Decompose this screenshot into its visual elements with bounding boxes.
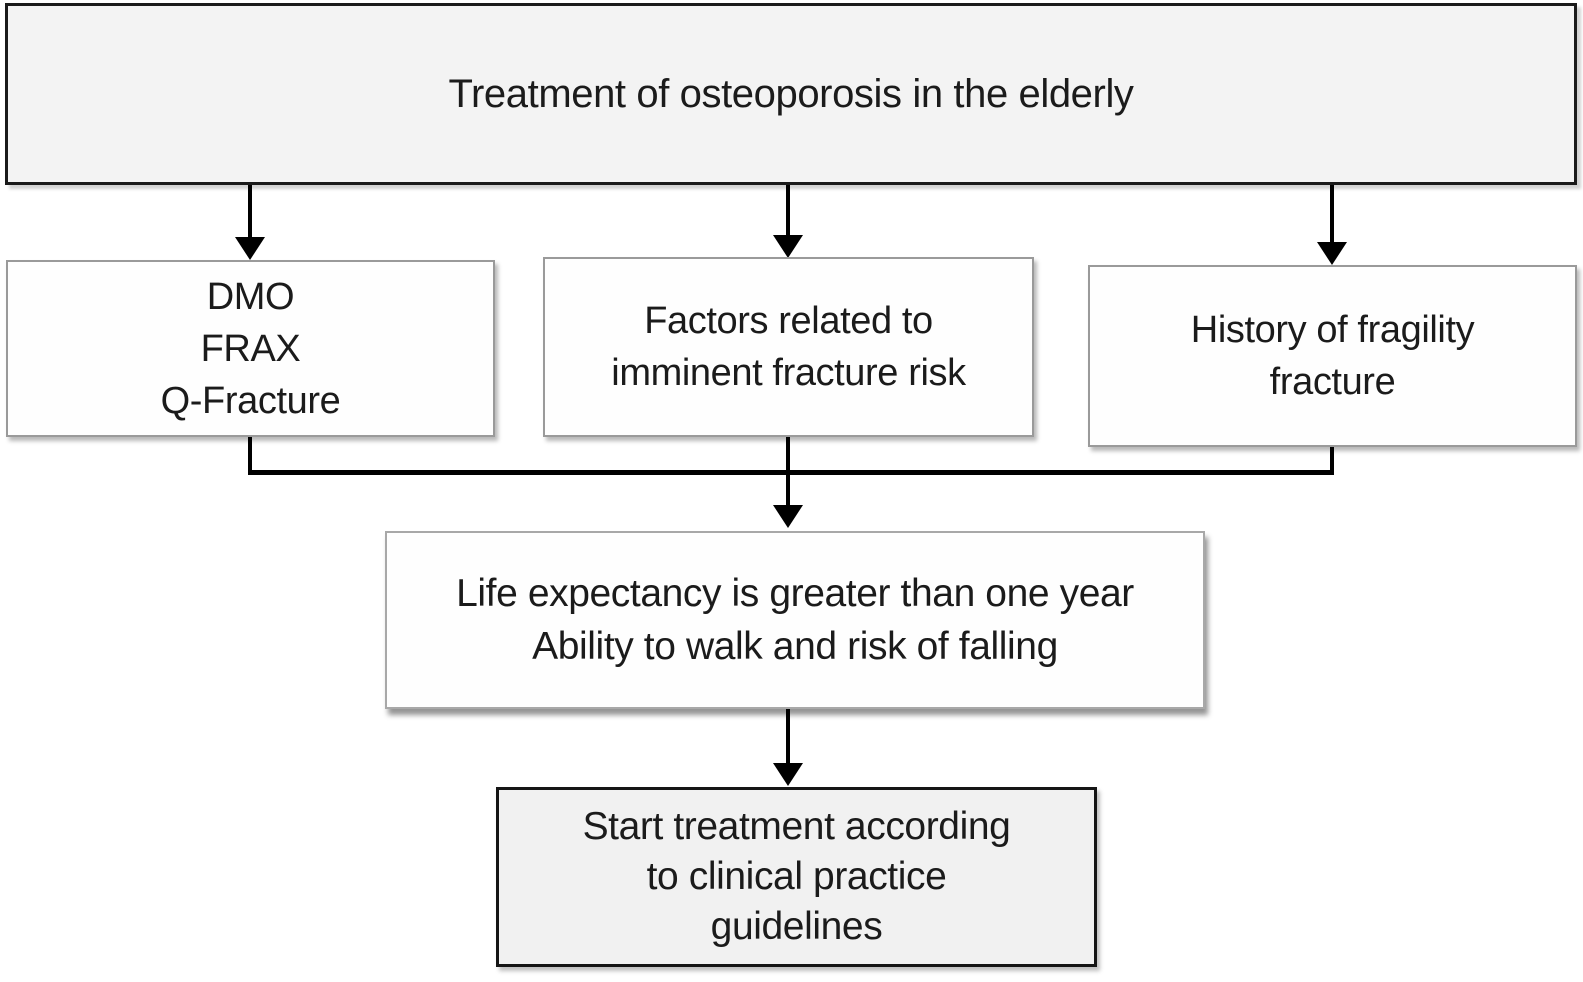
arrow-title-to-fragility-line bbox=[1330, 185, 1334, 243]
arrow-title-to-fragility-head-icon bbox=[1317, 242, 1347, 265]
node-line: DMO bbox=[206, 275, 295, 318]
node-line: Q-Fracture bbox=[160, 379, 341, 422]
arrow-title-to-tools-line bbox=[248, 185, 252, 238]
arrow-title-to-imminent-head-icon bbox=[773, 235, 803, 258]
node-line: Start treatment according bbox=[582, 805, 1011, 848]
node-imminent-risk-factors: Factors related to imminent fracture ris… bbox=[543, 257, 1034, 437]
connector-arrow-head-icon bbox=[773, 505, 803, 528]
node-fragility-fracture-history: History of fragility fracture bbox=[1088, 265, 1577, 447]
node-start-treatment: Start treatment according to clinical pr… bbox=[496, 787, 1097, 967]
node-life-expectancy-mobility: Life expectancy is greater than one year… bbox=[385, 531, 1205, 709]
arrow-title-to-tools-head-icon bbox=[235, 237, 265, 260]
arrow-life-to-treatment-head-icon bbox=[773, 763, 803, 786]
connector-right-stub bbox=[1330, 447, 1334, 475]
connector-horizontal-line bbox=[248, 470, 1334, 475]
node-line: imminent fracture risk bbox=[611, 352, 966, 394]
arrow-title-to-imminent-line bbox=[786, 185, 790, 236]
node-line: Life expectancy is greater than one year bbox=[456, 572, 1134, 615]
node-line: guidelines bbox=[710, 905, 883, 948]
node-line: Factors related to bbox=[644, 300, 933, 342]
node-title-text: Treatment of osteoporosis in the elderly bbox=[448, 72, 1134, 116]
node-line: to clinical practice bbox=[646, 855, 947, 898]
node-line: Ability to walk and risk of falling bbox=[532, 625, 1058, 668]
node-treatment-title: Treatment of osteoporosis in the elderly bbox=[5, 3, 1577, 185]
node-assessment-tools: DMO FRAX Q-Fracture bbox=[6, 260, 495, 437]
connector-left-stub bbox=[248, 437, 252, 475]
node-line: History of fragility bbox=[1190, 309, 1475, 351]
arrow-life-to-treatment-line bbox=[786, 709, 790, 764]
node-line: FRAX bbox=[200, 327, 301, 370]
connector-center-line bbox=[786, 437, 790, 506]
node-line: fracture bbox=[1269, 361, 1396, 403]
